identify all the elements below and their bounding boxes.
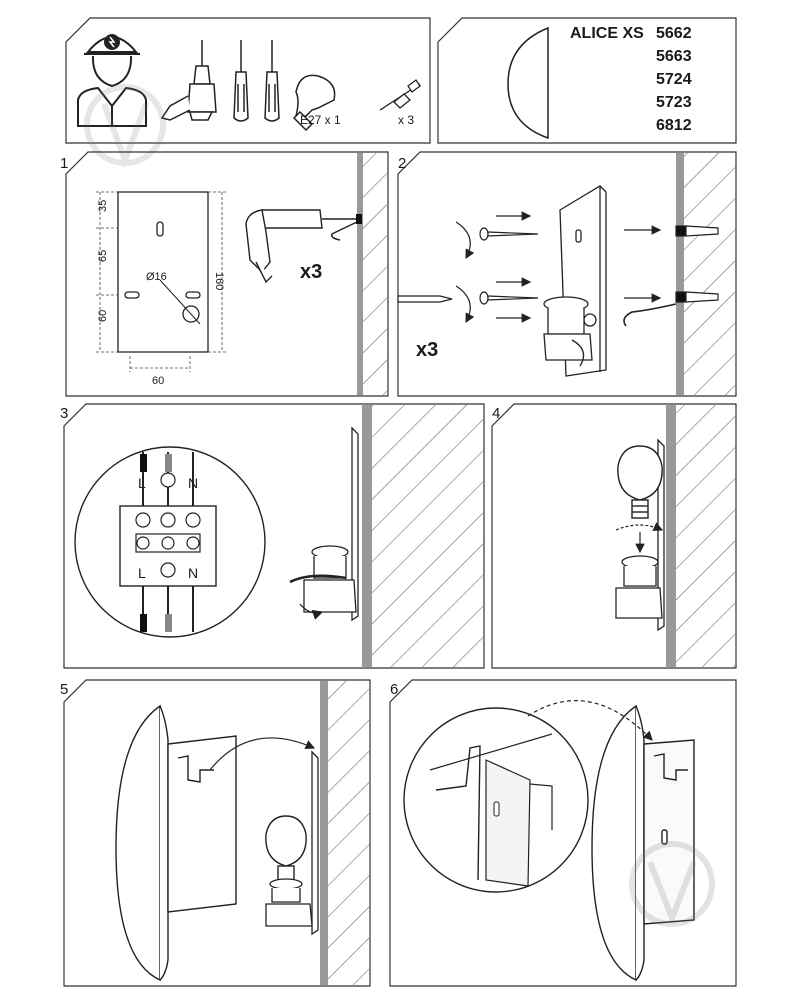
lamp-shade-icon xyxy=(507,26,549,140)
wall-surface xyxy=(676,153,684,395)
wall-hatch xyxy=(362,153,387,395)
model-name: ALICE XS xyxy=(570,25,644,42)
model-panel: ALICE XS 5662 5663 5724 5723 6812 xyxy=(437,17,737,144)
rotate-arrow-icon xyxy=(455,221,475,260)
dimension-160: 160 xyxy=(213,272,225,290)
light-bulb-icon xyxy=(292,74,336,132)
hook-detail-zoom xyxy=(403,707,589,893)
model-code: 5662 xyxy=(656,25,692,42)
bulb-label: E27 x 1 xyxy=(300,113,341,127)
terminal-label-live: L xyxy=(138,565,146,581)
step-number: 1 xyxy=(60,155,68,172)
wall-surface xyxy=(362,405,372,667)
dimension-lines xyxy=(96,191,226,372)
model-code: 5724 xyxy=(656,71,692,88)
screw-in-arrow-icon xyxy=(615,522,664,531)
dimension-diameter: Ø16 xyxy=(146,271,167,283)
terminal-label-live: L xyxy=(138,475,146,491)
wall-plug-icon xyxy=(675,225,719,237)
wall-hatch xyxy=(372,405,483,667)
wall-plug-screw-icon xyxy=(379,79,421,111)
mounted-plate xyxy=(311,750,319,936)
rotate-arrow-icon xyxy=(455,285,475,324)
wall-surface xyxy=(320,681,328,985)
cable-entry xyxy=(356,214,362,224)
lamp-socket xyxy=(615,555,663,619)
tools-panel: E27 x 1 x 3 xyxy=(65,17,431,169)
lamp-shade xyxy=(591,704,695,982)
step-1-panel: 1 35 65 60 160 6 xyxy=(60,151,389,397)
cable xyxy=(623,303,677,327)
watermark-logo xyxy=(84,84,166,169)
drill-icon xyxy=(160,40,217,121)
hook-arrow-icon xyxy=(209,737,316,771)
wall-plug-icon xyxy=(675,291,719,303)
wall-hatch xyxy=(676,405,735,667)
lamp-socket xyxy=(265,878,313,927)
model-code-list: 5662 5663 5724 5723 6812 xyxy=(656,25,692,134)
screwdriver-icon xyxy=(233,40,249,122)
step-number: 4 xyxy=(492,405,500,422)
step-4-panel: 4 xyxy=(491,403,737,669)
dimension-65: 65 xyxy=(97,250,109,262)
drill-icon xyxy=(245,209,356,284)
screw-icon xyxy=(479,291,539,305)
terminal-label-neutral: N xyxy=(188,475,198,491)
screwdriver-icon xyxy=(264,40,280,122)
step-number: 6 xyxy=(390,681,398,698)
wall-surface xyxy=(666,405,676,667)
lamp-socket xyxy=(289,545,357,620)
step-number: 2 xyxy=(398,155,406,172)
model-code: 6812 xyxy=(656,117,692,134)
step-3-panel: 3 L xyxy=(60,403,485,669)
cable xyxy=(330,221,358,241)
step-multiplier: x3 xyxy=(300,261,322,283)
wall-surface xyxy=(357,153,363,395)
model-code: 5663 xyxy=(656,48,692,65)
mounted-plate xyxy=(351,426,359,622)
step-2-panel: 2 xyxy=(397,151,737,397)
step-6-panel: 6 xyxy=(389,679,737,987)
watermark-logo xyxy=(629,841,715,927)
light-bulb xyxy=(617,445,663,519)
dimension-35: 35 xyxy=(97,200,109,212)
step-multiplier: x3 xyxy=(416,339,438,361)
pencil-icon xyxy=(397,295,453,303)
step-number: 3 xyxy=(60,405,68,422)
wall-hatch xyxy=(328,681,369,985)
terminal-label-neutral: N xyxy=(188,565,198,581)
dimension-60-horizontal: 60 xyxy=(152,375,164,387)
mounted-plate xyxy=(657,438,665,632)
electrician-icon xyxy=(77,34,147,127)
mounting-plate-drawing xyxy=(117,191,209,353)
model-code: 5723 xyxy=(656,94,692,111)
step-number: 5 xyxy=(60,681,68,698)
hook-arrow-icon xyxy=(527,700,653,741)
lamp-shade xyxy=(115,704,237,982)
terminal-block-zoom xyxy=(74,446,266,638)
step-5-panel: 5 xyxy=(60,679,371,987)
wall-hatch xyxy=(684,153,735,395)
lamp-socket xyxy=(543,296,593,367)
screws-label: x 3 xyxy=(398,113,414,127)
dimension-60-vertical: 60 xyxy=(97,310,109,322)
light-bulb xyxy=(265,815,307,883)
screw-icon xyxy=(479,227,539,241)
